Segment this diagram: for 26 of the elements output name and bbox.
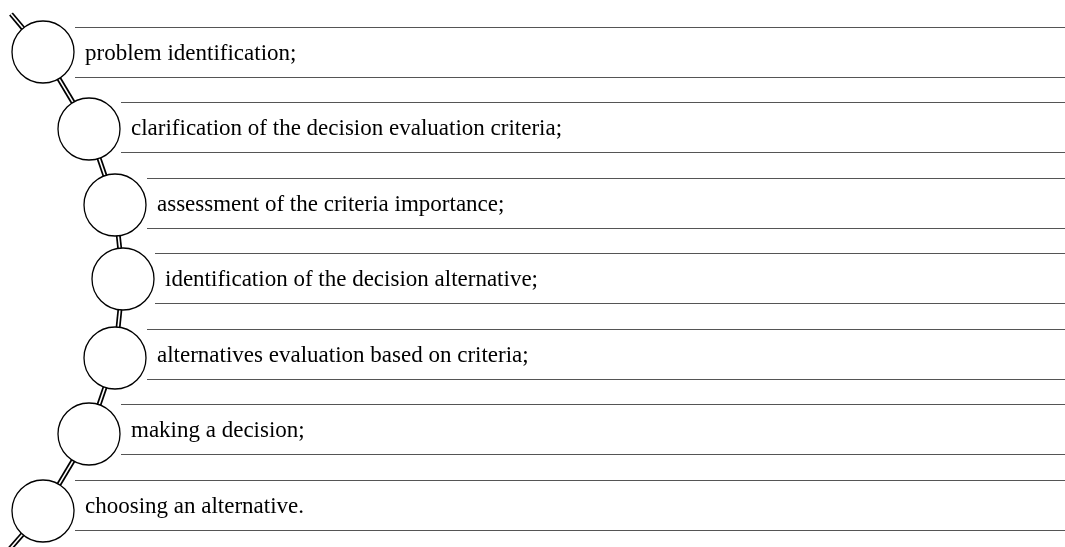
step-text: alternatives evaluation based on criteria; [157, 341, 529, 368]
step-band [147, 329, 1065, 380]
step-text: assessment of the criteria importance; [157, 190, 505, 217]
step-circle [83, 173, 147, 237]
step-circle [91, 247, 155, 311]
double-line-connector [96, 157, 108, 177]
step-band [147, 178, 1065, 229]
step-text: problem identification; [85, 39, 297, 66]
double-line-connector [96, 386, 108, 406]
step-circle [11, 20, 75, 84]
step-text: choosing an alternative. [85, 492, 305, 519]
double-line-connector [56, 77, 76, 104]
step-circle [57, 97, 121, 161]
step-band [121, 102, 1065, 153]
step-text: making a decision; [131, 416, 305, 443]
double-line-connector [9, 12, 25, 30]
step-band [121, 404, 1065, 455]
step-band [155, 253, 1065, 304]
step-circle [83, 326, 147, 390]
step-band [75, 480, 1065, 531]
step-circle [57, 402, 121, 466]
step-circle [11, 479, 75, 543]
double-line-connector [56, 459, 76, 486]
step-text: clarification of the decision evaluation criteria; [131, 114, 563, 141]
step-band [75, 27, 1065, 78]
step-text: identification of the decision alternative; [165, 265, 538, 292]
